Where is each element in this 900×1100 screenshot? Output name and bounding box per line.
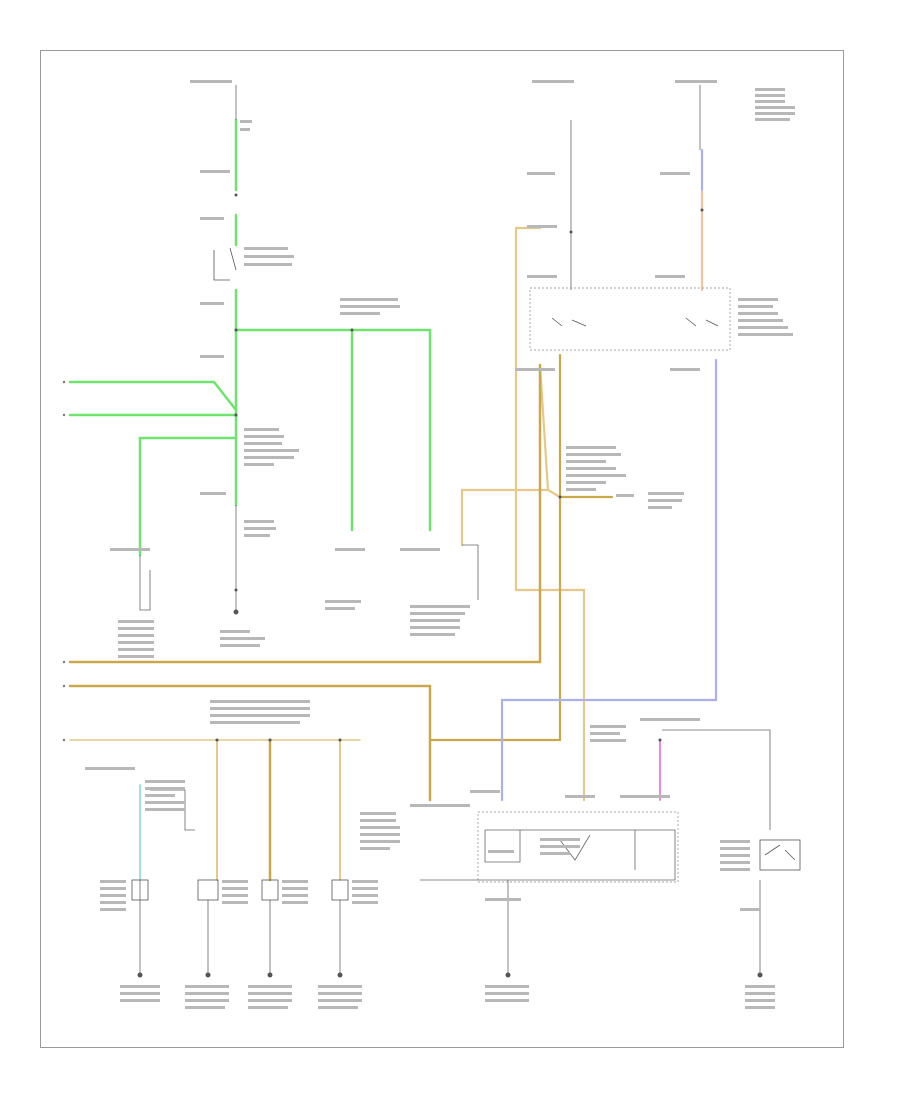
wire-tan-junction-left — [460, 488, 550, 547]
wire-tan-left-loop — [514, 226, 586, 802]
bulb-a — [131, 879, 149, 901]
diagram-frame — [40, 50, 844, 1048]
illegible-labels — [85, 80, 795, 1009]
bulb-c — [261, 879, 279, 901]
bus-tan-1 — [68, 363, 542, 664]
wire-light-green-main — [68, 118, 432, 557]
relay-contact-2 — [685, 317, 719, 327]
wire-tan-junction-diag — [538, 363, 562, 499]
ground-symbols — [137, 609, 763, 978]
wire-tan-center-down — [428, 353, 562, 742]
bulb-d — [331, 879, 349, 901]
relay-coil-right — [759, 839, 801, 871]
relay-box-top — [529, 287, 731, 351]
wire-blue-right-long — [500, 358, 718, 802]
bus-tan-2 — [68, 684, 432, 802]
switch-brake-pedal — [213, 247, 237, 281]
relay-contact-1 — [551, 317, 587, 327]
bulb-b — [197, 879, 219, 901]
module-box-bottom — [477, 811, 679, 883]
